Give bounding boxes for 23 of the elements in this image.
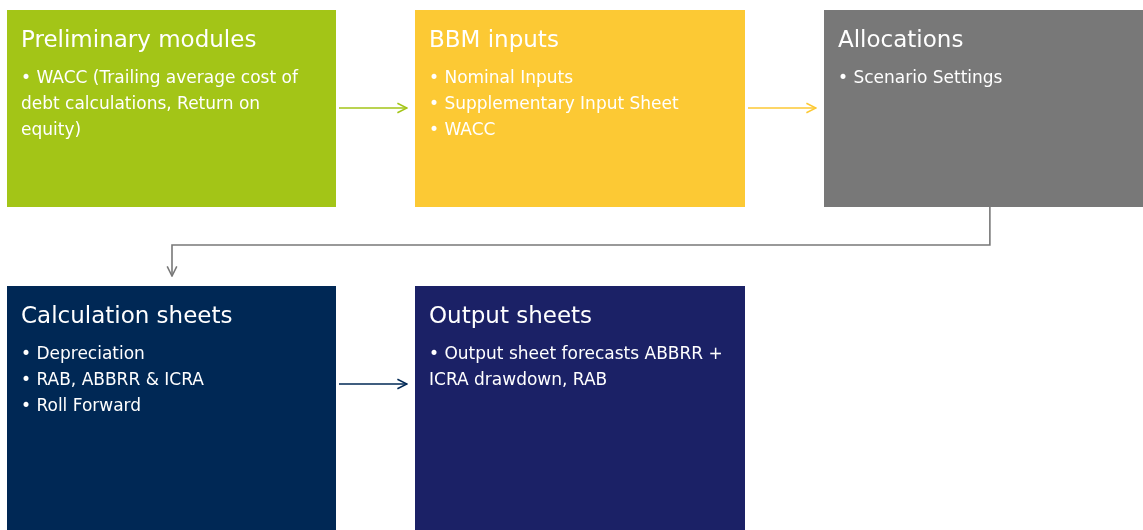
module-title: Calculation sheets (21, 301, 234, 330)
bullet-item: • Supplementary Input Sheet (429, 92, 680, 115)
module-title: Allocations (838, 25, 965, 54)
module-title: BBM inputs (429, 25, 560, 54)
bullet-item: • Depreciation (21, 342, 146, 365)
bullet-item: • WACC (429, 118, 497, 141)
bullet-item: • Scenario Settings (838, 66, 1004, 89)
module-box (7, 286, 336, 530)
module-box (415, 10, 745, 207)
bullet-item: • Roll Forward (21, 394, 143, 417)
arrow (747, 102, 817, 114)
arrow (166, 206, 991, 277)
arrow (338, 102, 408, 114)
bullet-item: • RAB, ABBRR & ICRA (21, 368, 205, 391)
module-title: Output sheets (429, 301, 594, 330)
module-box (415, 286, 745, 530)
module-box (7, 10, 336, 207)
bullet-item: • WACC (Trailing average cost of debt calculations, Return on equity) (21, 66, 300, 141)
bullet-item: • Output sheet forecasts ABBRR + ICRA drawdown, RAB (429, 342, 724, 391)
module-title: Preliminary modules (21, 25, 258, 54)
arrow (338, 378, 408, 390)
module-box (824, 10, 1143, 207)
bullet-item: • Nominal Inputs (429, 66, 575, 89)
